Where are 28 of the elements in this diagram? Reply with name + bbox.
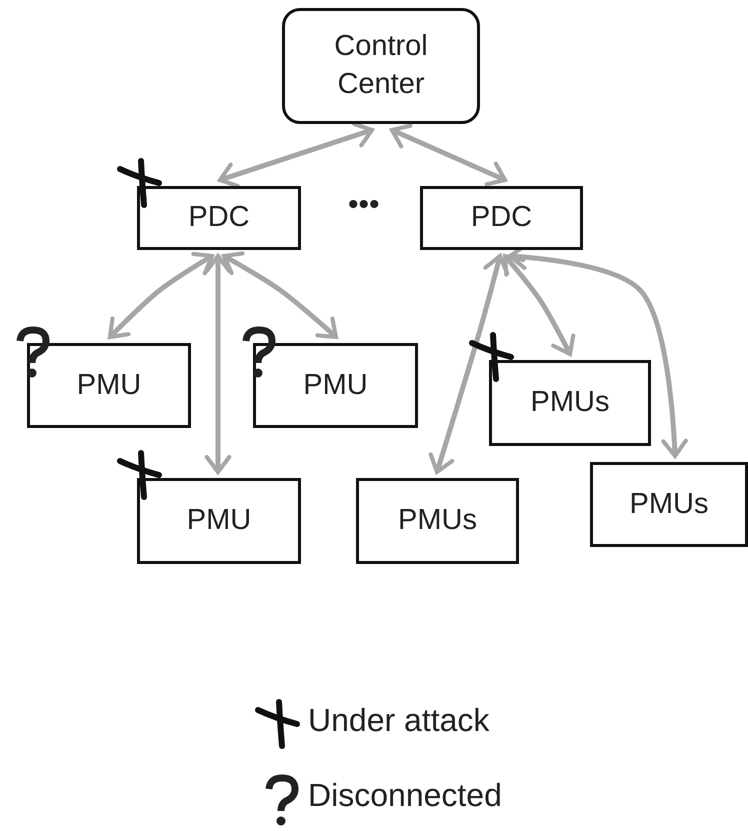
legend-label: Under attack [308, 702, 490, 739]
node-label: PMU [76, 368, 142, 403]
arrow [222, 251, 338, 340]
node-label: PDC [470, 200, 532, 236]
box [356, 478, 519, 564]
arrow [108, 252, 214, 340]
box [590, 462, 748, 547]
arrow [218, 122, 374, 188]
box [137, 186, 301, 250]
box [420, 186, 583, 250]
legend-label: Disconnected [308, 777, 502, 814]
box [489, 360, 651, 446]
arrow [428, 254, 510, 474]
node-label: PMU [186, 503, 252, 538]
box [137, 478, 301, 564]
box [253, 343, 418, 428]
node-label: PMUs [530, 385, 610, 420]
node-label: PMUs [398, 503, 477, 538]
box [27, 343, 191, 428]
rounded-box [282, 8, 480, 124]
node-label: PMUs [630, 486, 708, 522]
arrow [390, 124, 508, 186]
node-label: PMU [303, 368, 368, 403]
ellipsis: ••• [348, 188, 380, 222]
arrow [502, 254, 576, 356]
arrow [204, 254, 232, 474]
node-label: PDC [188, 200, 250, 236]
node-label: Control Center [333, 29, 429, 102]
